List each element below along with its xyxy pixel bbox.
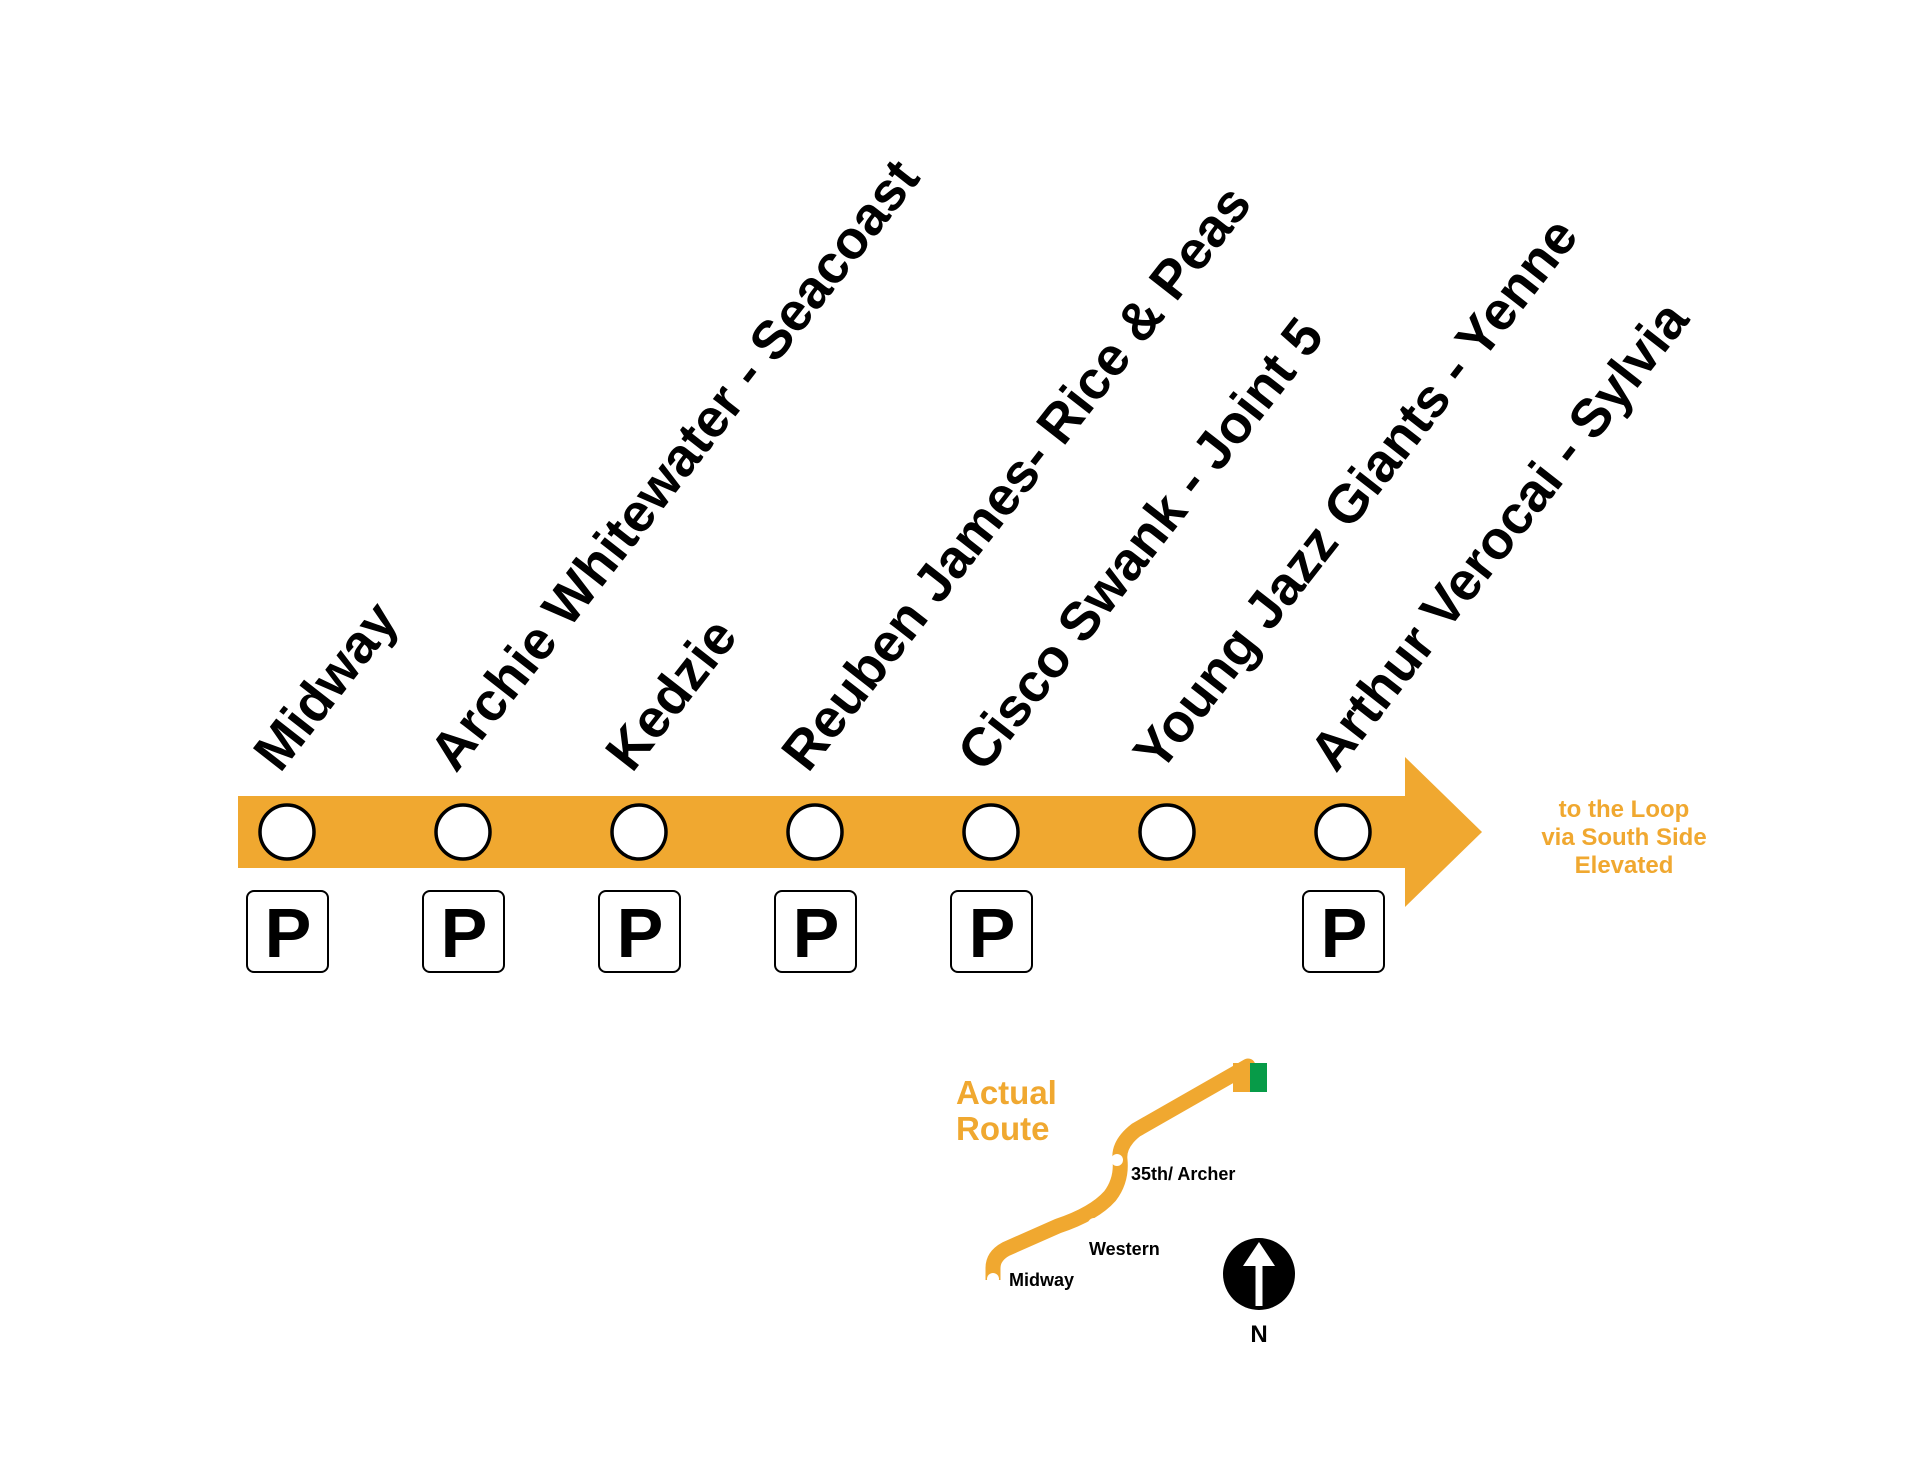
inset-route-path bbox=[985, 1058, 1256, 1280]
main-line bbox=[238, 757, 1482, 907]
parking-label: P bbox=[441, 894, 488, 972]
inset-terminal-orange bbox=[1233, 1063, 1250, 1092]
station-marker bbox=[1314, 803, 1372, 861]
parking-icon: P bbox=[774, 890, 857, 973]
parking-icon: P bbox=[246, 890, 329, 973]
north-arrow-icon: N bbox=[1223, 1238, 1295, 1348]
line-arrow-head bbox=[1405, 757, 1482, 907]
actual-route-inset: Actual Route 35th/ Archer Western Midway bbox=[956, 1058, 1267, 1290]
station-marker bbox=[786, 803, 844, 861]
parking-icon: P bbox=[1302, 890, 1385, 973]
station-label: Cisco Swank - Joint 5 bbox=[946, 307, 1335, 781]
station-marker bbox=[258, 803, 316, 861]
destination-line-1: to the Loop bbox=[1559, 796, 1690, 823]
inset-stop-marker bbox=[1088, 1218, 1100, 1230]
station-marker bbox=[1138, 803, 1196, 861]
parking-label: P bbox=[617, 894, 664, 972]
inset-stop-label: 35th/ Archer bbox=[1131, 1164, 1235, 1184]
inset-stop-label: Midway bbox=[1009, 1270, 1074, 1290]
inset-stop-marker bbox=[1111, 1154, 1123, 1166]
station-marker bbox=[962, 803, 1020, 861]
station-marker bbox=[610, 803, 668, 861]
parking-label: P bbox=[793, 894, 840, 972]
parking-label: P bbox=[969, 894, 1016, 972]
parking-icon: P bbox=[950, 890, 1033, 973]
parking-label: P bbox=[1321, 894, 1368, 972]
inset-stop-marker bbox=[987, 1273, 999, 1285]
destination-label: to the Loop via South Side Elevated bbox=[1541, 796, 1706, 879]
destination-line-3: Elevated bbox=[1575, 852, 1674, 879]
station-marker bbox=[434, 803, 492, 861]
station-label: Midway bbox=[242, 591, 409, 782]
inset-terminal-green bbox=[1250, 1063, 1267, 1092]
inset-title-line-2: Route bbox=[956, 1110, 1050, 1147]
inset-title-line-1: Actual bbox=[956, 1074, 1057, 1111]
parking-label: P bbox=[265, 894, 312, 972]
inset-stop-label: Western bbox=[1089, 1239, 1160, 1259]
north-label: N bbox=[1250, 1321, 1267, 1348]
parking-icon: P bbox=[598, 890, 681, 973]
parking-icon: P bbox=[422, 890, 505, 973]
station-label: Kedzie bbox=[594, 607, 748, 781]
destination-line-2: via South Side bbox=[1541, 824, 1706, 851]
